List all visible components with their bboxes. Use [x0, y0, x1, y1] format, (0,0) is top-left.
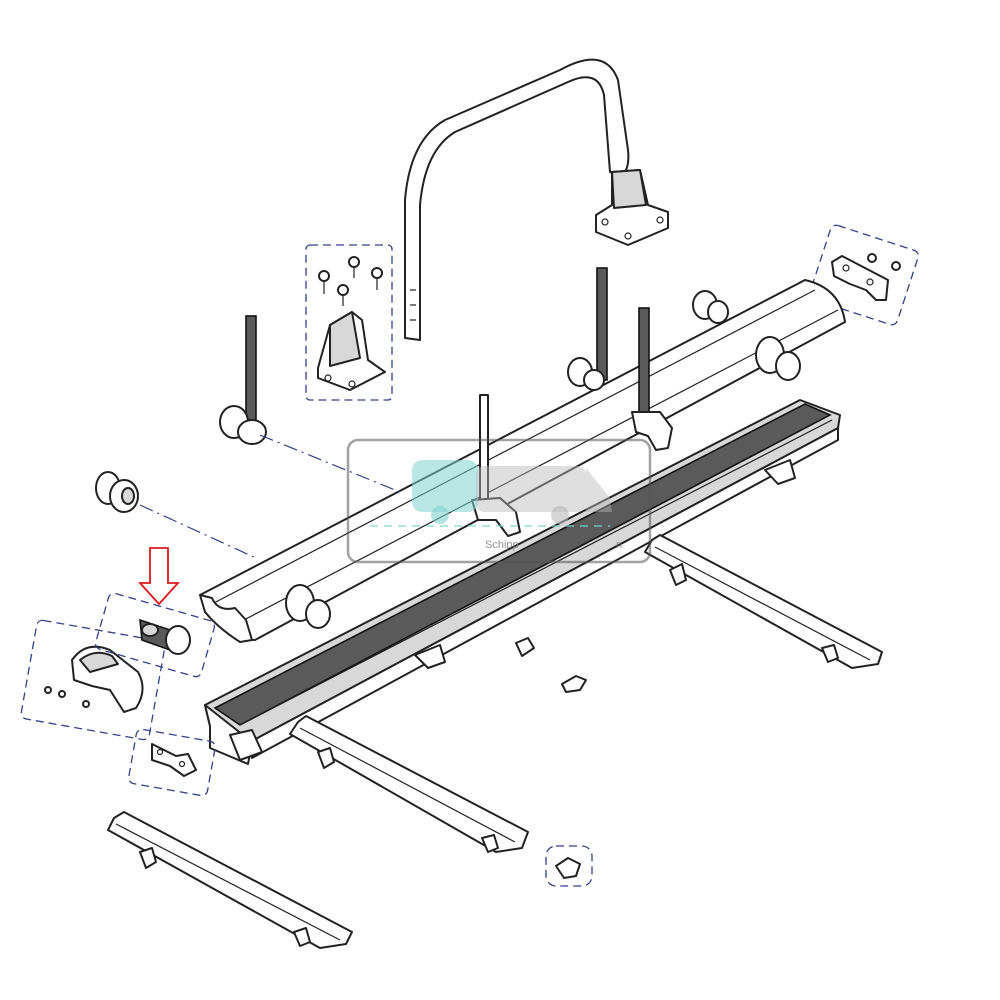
screw-set [318, 256, 383, 306]
rail-leg-2 [764, 459, 796, 485]
upper-rail [199, 279, 846, 643]
assembly-line-1 [139, 504, 257, 559]
cross-rail-top-right [644, 534, 883, 669]
small-clip-1 [515, 637, 535, 657]
strap-post-center [471, 394, 521, 537]
arch-foot-right [595, 169, 669, 246]
main-rail [204, 399, 841, 765]
assembly-line-2 [259, 434, 401, 493]
wheel-stop-upper-3 [692, 290, 729, 324]
strap-post-right [631, 307, 673, 451]
locking-handle [139, 618, 191, 655]
wheel-stop-upper-2 [755, 336, 801, 381]
arch-foot-left [317, 311, 386, 391]
end-cap [44, 645, 144, 713]
end-plate [831, 253, 901, 301]
watermark-text: Schipp [485, 539, 519, 551]
foot-kit-box [305, 244, 393, 401]
small-clip-2 [561, 675, 587, 693]
rail-leg-1 [414, 644, 446, 669]
cross-rail-bottom [107, 811, 353, 949]
bracket-kit-box [545, 845, 593, 887]
wheel-stop-loose [95, 471, 139, 513]
handle-kit-box [94, 592, 216, 678]
end-cap-kit-box [20, 619, 166, 741]
red-down-arrow-icon [137, 547, 181, 606]
end-plate-kit-box [809, 224, 919, 326]
strap-post-mid [567, 267, 608, 391]
watermark-text-end: n [616, 539, 622, 551]
mount-plate [151, 743, 197, 777]
wheel-stop-upper-1 [285, 584, 331, 629]
watermark: Schipp n [346, 438, 652, 564]
strap-post-left [219, 315, 267, 445]
small-bracket [555, 857, 581, 879]
arch-bar [404, 58, 630, 341]
cross-rail-middle [289, 715, 529, 853]
rail-leg-3 [229, 729, 263, 761]
